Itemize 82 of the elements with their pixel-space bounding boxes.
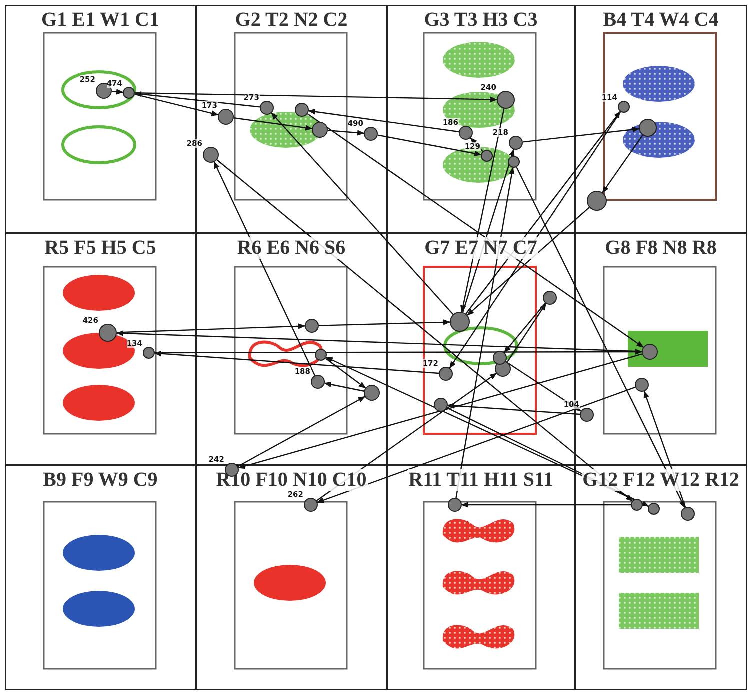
fixation-circle [438,366,452,380]
scanpath-arrow [154,350,440,374]
fixation-circle [586,190,606,210]
fixation-circle [458,126,472,140]
scanpath-arrow [216,160,633,502]
fixation-circle [580,408,594,422]
scanpath-arrow [326,356,649,508]
scanpath-arrow [461,502,631,508]
scanpath-arrow [155,349,643,355]
scanpath-arrow [307,114,644,348]
fixation-circle [218,108,234,124]
grid-cell [387,5,575,233]
fixation-circle [314,348,326,360]
scanpath-arrow [271,112,454,315]
fixation-circle [630,498,642,510]
cell-heading: G12 F12 W12 R12 [582,469,740,491]
scanpath-arrow [466,207,590,316]
scanpath-arrow [214,162,316,376]
scanpath-arrow [116,324,306,334]
scanpath-arrow [516,167,686,508]
fixation-circle [294,102,308,116]
fixation-circle [448,498,462,512]
fixation-circle [542,290,556,304]
scanpath-arrow [112,89,124,95]
scanpath-arrow [316,386,636,504]
grid-cell [575,5,747,233]
fixation-circle [492,350,506,364]
scanpath-arrow [134,91,260,108]
fixation-circle [648,502,660,514]
fixation-circle [364,126,378,140]
cell-heading: R11 T11 H11 S11 [408,469,554,491]
grid-cell [575,465,747,690]
fixation-circle [202,146,218,162]
scanpath-arrow [456,167,515,498]
scanpath-arrow [447,403,580,416]
fixation-circle [634,378,648,392]
grid-cell [387,465,575,690]
cell-heading: R6 E6 N6 S6 [236,237,347,259]
cell-heading: G7 E7 N7 C7 [424,237,538,259]
scanpath-arrow [116,330,642,352]
scanpath-arrow [644,390,686,508]
fixation-circle [638,118,656,136]
fixation-circle [434,398,448,412]
fixation-circle [260,100,274,114]
scanpath-arrow [522,126,640,143]
scanpath-arrow [328,130,365,136]
fixation-circle [450,312,470,332]
scanpath-arrow [238,396,366,468]
fixation-circle [310,374,324,388]
fixation-circle [142,346,154,358]
scanpath-arrow [378,134,482,157]
grid-cell [5,233,196,465]
scanpath-arrow [308,109,460,133]
scanpath-arrow [470,138,484,152]
scanpath-arrow [134,92,498,103]
scanpath-arrow [134,94,219,116]
cell-heading: R10 F10 N10 C10 [215,469,368,491]
grid-cell [196,233,387,465]
fixation-circle [618,100,630,112]
scanpath-arrow [238,354,642,470]
scanpath-arrow [316,373,498,502]
scanpath-arrow [504,303,546,354]
scanpath-arrow [234,118,313,131]
fixation-circle [364,384,380,400]
scanpath-arrow [602,135,644,194]
scanpath-arrow [449,112,622,369]
scanpath-arrow [462,149,515,313]
scanpath-arrow [325,358,366,389]
fixation-circle [680,506,694,520]
fixation-circle [508,136,522,150]
scanpath-arrow [506,303,547,363]
fixation-circle [98,324,116,342]
scanpath-arrow [460,108,505,313]
fixation-circle [304,498,318,512]
fixation-circle [122,86,134,98]
scanpath-arrow [318,320,451,326]
scanpath-arrow [324,382,364,392]
scanpath-arrow [466,111,621,314]
grid-cell [5,465,196,690]
scanpath-arrow [447,408,650,507]
fixation-circle [496,90,514,108]
fixation-circle [304,318,318,332]
